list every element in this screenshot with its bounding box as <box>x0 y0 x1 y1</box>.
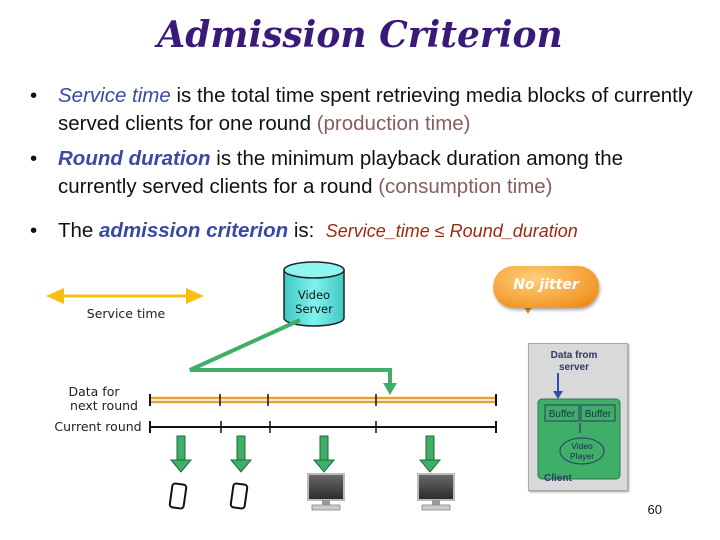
keyword-admission-criterion: admission criterion <box>99 219 289 242</box>
bullet-marker: • <box>30 219 38 242</box>
client-diagram-drawing: Data from server Buffer Buffer Video Pla… <box>537 350 621 484</box>
bullet-service-time: • Service time is the total time spent r… <box>30 82 700 138</box>
buffer-box-1 <box>544 404 580 422</box>
data-next-round-label-2: next round <box>70 398 138 413</box>
bullet-round-duration: • Round duration is the minimum playback… <box>30 145 700 201</box>
down-arrow-3 <box>312 435 336 473</box>
buffer-label-2: Buffer <box>585 409 612 420</box>
client-down-arrow <box>553 373 563 399</box>
video-server-icon <box>283 261 345 327</box>
video-player-label-1: Video <box>571 441 593 451</box>
mobile-device-icon <box>168 482 188 510</box>
down-arrow-2 <box>229 435 253 473</box>
buffer-box-2 <box>580 404 616 422</box>
service-time-arrow <box>46 288 204 304</box>
bullet-text: is: <box>288 219 315 242</box>
bullet-marker: • <box>30 147 38 170</box>
service-time-label: Service time <box>87 306 166 321</box>
keyword-service-time: Service time <box>58 84 171 107</box>
computer-monitor-icon <box>417 473 455 511</box>
current-round-label: Current round <box>54 419 141 434</box>
data-next-round-label-1: Data for <box>68 384 120 399</box>
client-label: Client <box>544 473 572 484</box>
data-from-server-label-1: Data from <box>551 350 598 361</box>
bullet-text: is the minimum playback duration among t… <box>58 147 624 198</box>
server-data-path <box>189 318 397 395</box>
bullet-admission-criterion: • The admission criterion is: Service_ti… <box>30 217 700 245</box>
buffer-label-1: Buffer <box>549 409 576 420</box>
no-jitter-bubble: No jitter <box>493 266 599 308</box>
next-round-timeline <box>149 394 497 406</box>
data-from-server-label-2: server <box>559 362 589 373</box>
video-server-label-2: Server <box>295 302 333 316</box>
page-number: 60 <box>647 502 662 517</box>
bullet-paren: (consumption time) <box>378 175 553 198</box>
video-player-label-2: Player <box>570 451 594 461</box>
down-arrow-4 <box>418 435 442 473</box>
video-server-label-1: Video <box>298 288 330 302</box>
computer-monitor-icon <box>307 473 345 511</box>
slide-title: Admission Criterion <box>157 14 563 56</box>
bullet-text: The <box>58 219 100 242</box>
down-arrow-1 <box>169 435 193 473</box>
current-round-timeline <box>149 421 497 433</box>
bullet-text: is the total time spent retrieving media… <box>58 84 693 135</box>
video-player-ellipse <box>559 437 605 465</box>
keyword-round-duration: Round duration <box>58 147 211 170</box>
bullet-marker: • <box>30 84 38 107</box>
bullet-paren: (production time) <box>316 112 471 135</box>
criterion-formula: Service_time ≤ Round_duration <box>325 221 578 241</box>
mobile-device-icon <box>229 482 249 510</box>
